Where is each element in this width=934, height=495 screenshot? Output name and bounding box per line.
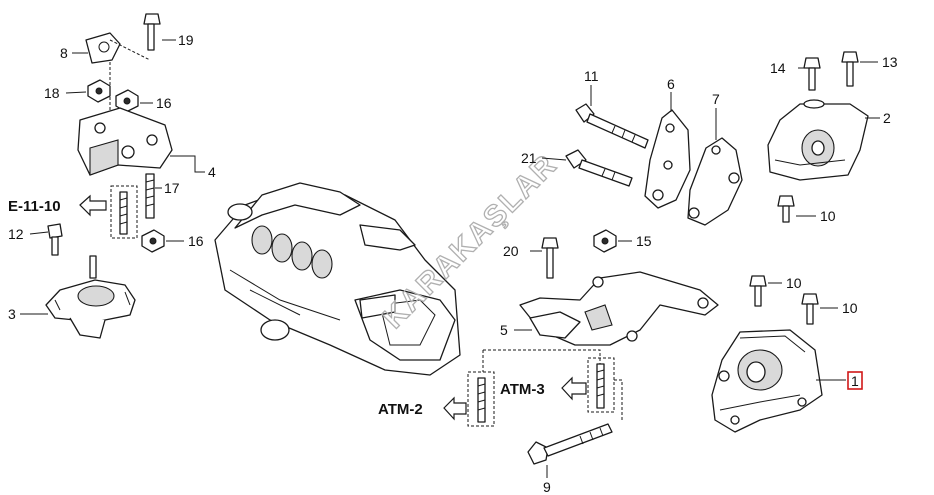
part-21-bolt [565,149,633,187]
callout-10-middle: 10 [786,275,802,291]
part-7-bracket [687,137,743,226]
callout-3: 3 [8,306,16,322]
part-6-bracket [644,109,691,209]
atm-leader-dash [483,349,601,372]
callout-21: 21 [521,150,537,166]
part-10-bolt-lower [801,293,819,325]
callout-20: 20 [503,243,519,259]
part-16-nut-upper [115,89,139,113]
part-10-bolt-middle [749,275,767,307]
part-14-bolt [803,57,821,91]
callout-17: 17 [164,180,180,196]
part-15-nut [593,229,617,253]
callout-9: 9 [543,479,551,495]
part-20-bolt [541,237,559,279]
stud-in-box-left [119,191,128,235]
callout-5: 5 [500,322,508,338]
part-17-stud [145,173,155,219]
part-13-bolt [841,51,859,87]
ref-atm3[interactable]: ATM-3 [500,381,545,398]
stud-in-box-atm2 [477,377,486,423]
callout-4: 4 [208,164,216,180]
leader-lines [20,39,880,478]
callout-10-upper: 10 [820,208,836,224]
part-9-bolt [527,423,613,465]
e1110-stud-box [110,185,138,239]
callout-16-upper: 16 [156,95,172,111]
callout-16-lower: 16 [188,233,204,249]
arrow-atm2 [443,396,467,421]
bolt9-dash [614,379,623,420]
part-11-bolt [575,103,649,149]
callout-12: 12 [8,226,24,242]
callout-13: 13 [882,54,898,70]
callout-10-lower: 10 [842,300,858,316]
callout-19: 19 [178,32,194,48]
callout-11: 11 [584,68,599,84]
callout-18: 18 [44,85,60,101]
arrow-atm3 [561,376,587,401]
ref-e1110[interactable]: E-11-10 [8,198,61,215]
part-5-bracket [519,271,719,346]
callout-8: 8 [60,45,68,61]
part-18-nut [87,79,111,103]
part-19-bolt [143,13,161,51]
part-1-mount [711,329,823,433]
stud-in-box-atm3 [596,363,605,409]
ref-atm2[interactable]: ATM-2 [378,401,423,418]
callout-2: 2 [883,110,891,126]
part-10-bolt-upper [777,195,795,223]
atm2-stud-box [467,371,495,427]
part-2-mount [767,99,869,181]
engine-block-illustration [214,182,461,376]
callout-1-highlight [847,371,863,390]
part-3-rubber-mount [45,255,136,339]
part-4-mount-bracket [77,107,173,176]
atm3-stud-box [587,357,615,413]
callout-15: 15 [636,233,652,249]
part-12-bolt [47,223,63,256]
callout-6: 6 [667,76,675,92]
callout-7: 7 [712,91,720,107]
part-16-nut-lower [141,229,165,253]
arrow-e1110 [79,194,107,217]
callout-14: 14 [770,60,786,76]
callout-1: 1 [851,373,859,389]
part-8-bracket [85,32,151,64]
